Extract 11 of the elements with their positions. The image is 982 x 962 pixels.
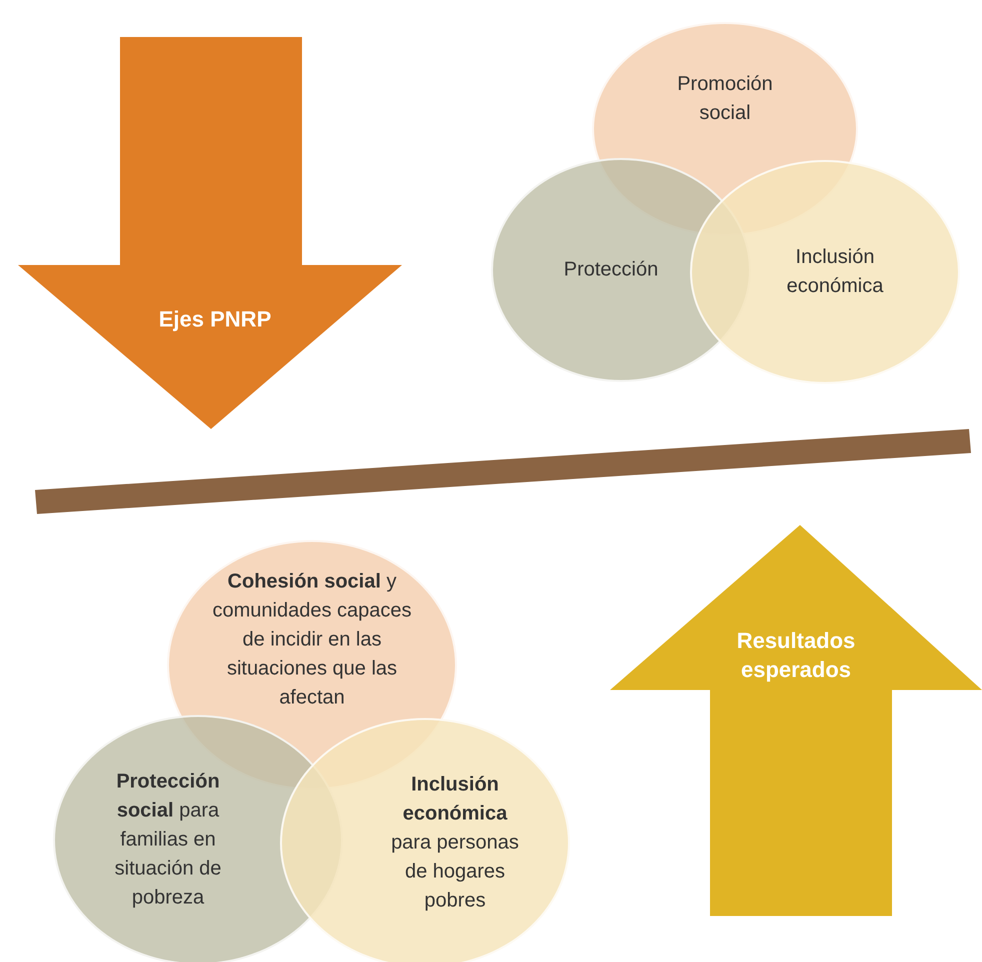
node-label: Protección social para familias en situación de pobreza <box>114 770 222 910</box>
divider-bar <box>35 429 972 515</box>
node-label: Cohesión social y comunidades capaces de incidir en las situaciones que las afectan <box>211 570 412 710</box>
downward-pointer-shape <box>18 37 402 429</box>
node-label: Protección <box>562 258 660 282</box>
node-label: Inclusión económica para personas de hogares pobres <box>390 772 520 914</box>
node-label: Resultados esperados <box>736 627 856 684</box>
upward-pointer-shape <box>610 525 982 916</box>
node-label: Promoción social <box>676 72 774 126</box>
node-label: Inclusión económica <box>786 245 884 299</box>
node-label: Ejes PNRP <box>158 306 272 334</box>
